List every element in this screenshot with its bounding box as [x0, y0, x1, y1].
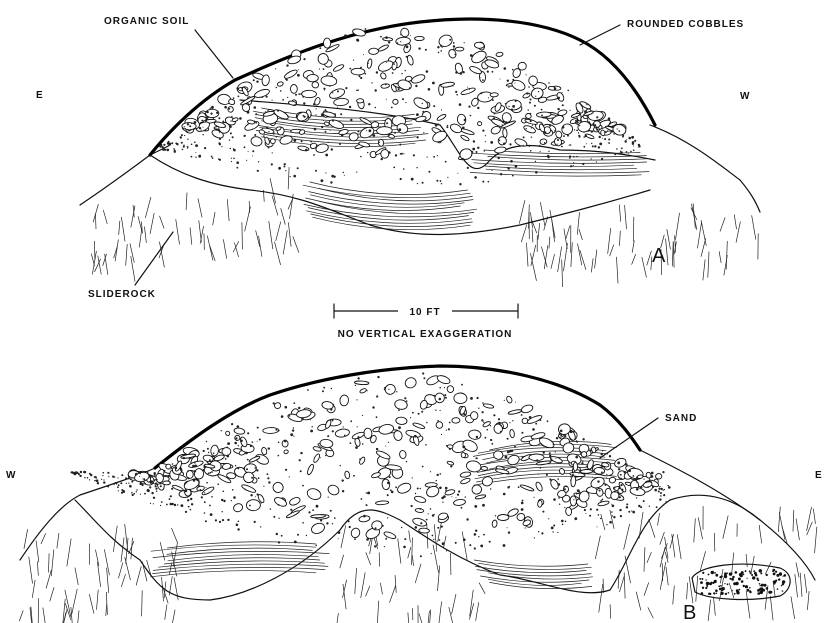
section-a-right-slope	[650, 125, 760, 212]
section-b-rounded-cobbles	[127, 374, 662, 541]
section-a-east-label: E	[36, 90, 44, 101]
sliderock-label: SLIDEROCK	[88, 289, 156, 300]
section-a-letter: A	[652, 245, 666, 267]
section-a-rounded-cobbles	[182, 27, 627, 161]
rounded-cobbles-label: ROUNDED COBBLES	[627, 19, 744, 30]
organic-soil-label: ORGANIC SOIL	[104, 16, 189, 27]
section-b-letter: B	[683, 602, 696, 623]
scale-bar: 10 FT NO VERTICAL EXAGGERATION	[334, 303, 518, 340]
section-b-west-label: W	[6, 470, 16, 481]
section-b-right-slope	[640, 450, 815, 580]
section-b-east-label: E	[815, 470, 823, 481]
section-a-sliderock-hatching	[91, 167, 758, 286]
sliderock-leader	[135, 232, 173, 285]
section-b: W E SAND B	[6, 366, 823, 623]
sand-leader	[600, 418, 658, 458]
section-b-left-slope	[20, 468, 155, 560]
scale-distance-label: 10 FT	[409, 307, 440, 318]
organic-soil-leader	[195, 30, 233, 78]
section-a: E W ORGANIC SOIL ROUNDED COBBLES SLIDERO…	[36, 16, 760, 300]
scale-note-label: NO VERTICAL EXAGGERATION	[338, 329, 513, 340]
section-a-west-label: W	[740, 91, 750, 102]
sand-label: SAND	[665, 413, 697, 424]
rounded-cobbles-leader	[580, 25, 620, 45]
section-a-left-slope	[80, 145, 170, 205]
